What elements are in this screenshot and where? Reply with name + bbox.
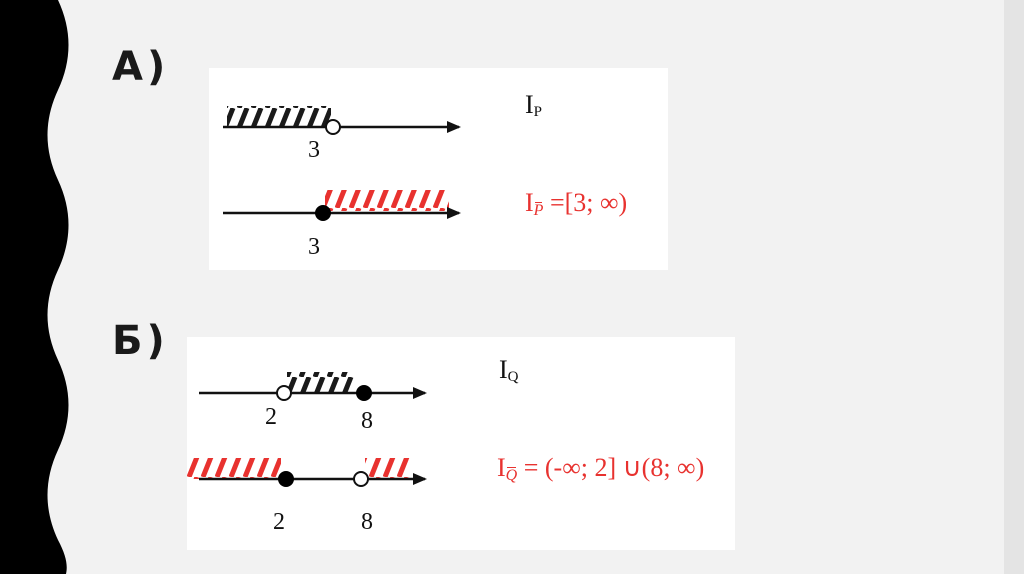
complement-formula-b: IQ = (-∞; 2] ∪(8; ∞): [497, 453, 705, 484]
open-point-2: [276, 385, 292, 401]
tick-label-3-bottom: 3: [308, 234, 320, 260]
filled-point-3: [315, 205, 331, 221]
number-line-panel-b: 2 8 2 8 IQ IQ = (-∞; 2] ∪(8; ∞): [187, 337, 735, 550]
hatch-right-of-3: [325, 190, 449, 211]
hatch-left-of-3: [227, 106, 331, 126]
overline-q: Q: [505, 467, 518, 484]
filled-point-2: [278, 471, 294, 487]
tick-label-2-bottom: 2: [273, 509, 285, 535]
number-lines-b: [187, 372, 427, 487]
hatch-between-2-and-8: [287, 372, 355, 393]
tick-label-8-bottom: 8: [361, 509, 373, 535]
set-name-ip: IP: [525, 90, 543, 120]
overline-p: P: [533, 202, 544, 219]
open-point-3: [325, 119, 341, 135]
number-lines-a: [223, 106, 461, 221]
hatch-left-of-2: [187, 458, 281, 479]
open-point-8: [353, 471, 369, 487]
decorative-wavy-band: [0, 0, 69, 574]
tick-label-2-top: 2: [265, 404, 277, 430]
filled-point-8: [356, 385, 372, 401]
tick-label-3-top: 3: [308, 137, 320, 163]
decorative-right-strip: [1004, 0, 1024, 574]
hatch-right-of-8: [365, 458, 411, 479]
number-line-panel-a: 3 3 IP IP =[3; ∞): [209, 68, 668, 270]
section-label-b: Б): [112, 318, 169, 364]
tick-label-8-top: 8: [361, 408, 373, 434]
complement-formula-a: IP =[3; ∞): [525, 188, 628, 219]
section-label-a: А): [112, 44, 170, 90]
set-name-iq: IQ: [499, 355, 519, 385]
